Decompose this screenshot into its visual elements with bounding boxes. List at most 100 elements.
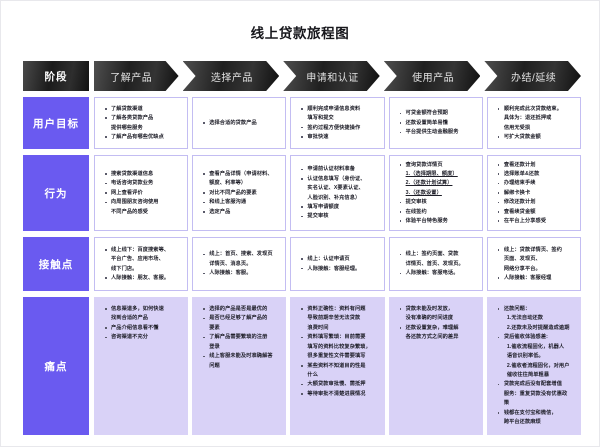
cell-item: 在线签约 [399,208,478,216]
cell-item: 线上线下：百度搜索等、 [104,246,183,254]
cell-item: 线上客服未能及时准确解答 [203,352,281,360]
stage-chevron-1[interactable]: 选择产品 [183,61,280,91]
journey-cell[interactable]: 了解贷款渠道了解各类贷款产品提供哪些服务了解产品有哪些优缺点 [94,97,189,149]
page-title: 线上贷款旅程图 [250,26,350,41]
cell-item: 和线上客服沟通 [203,198,281,206]
cell-item: 顺利完成申请信息资料 [301,105,379,113]
journey-cell[interactable]: 查看产品详情（申请材料、额度、利率等）对比不同产品的要素和线上客服沟通选定产品 [192,155,287,231]
cell-item: 还款设置简单易懂 [399,119,478,127]
cell-item: 查看还款计划 [497,161,576,169]
cell-item-list: 顺利完成此次贷款结束。具体为：退还抵押或信用无受损可扩大贷款金额 [491,105,576,142]
cell-item: 人际接触：朋友、客服。 [104,274,183,282]
cell-item: 导致前期辛苦无法贷款 [307,315,361,322]
journey-cell[interactable]: 申请前认证材料准备认证信息填写（身份证、实名认证、X要素认证、人脸识别、补充信息… [290,155,385,231]
cell-item: 查询贷款详情页 [399,161,478,169]
journey-grid: 用户目标了解贷款渠道了解各类贷款产品提供哪些服务了解产品有哪些优缺点选择合适的贷… [23,97,582,435]
stage-chevron-0[interactable]: 了解产品 [94,61,179,91]
cell-item: 语音识别率低。 [506,353,544,360]
cell-item: 各还款方式之间的差异 [405,334,459,341]
cell-item: 很多重复性文件需要填写 [307,353,366,360]
cell-item: 具体为：退还抵押或 [503,115,552,122]
cell-item: 网上查看评价 [104,189,183,197]
cell-item: 填写的资料比较复杂繁琐， [307,343,371,350]
cell-item: 产品介绍信息看不懂 [104,324,183,332]
cell-item: 人际接触：客服经理 [497,274,576,282]
cell-item: 签约过程方便快捷操作 [301,124,379,132]
cell-item-list: 选择合适的贷款产品 [196,119,281,127]
cell-item: 1.催收流程固化，机器人 [506,343,565,350]
cell-item: 提交审核 [301,212,379,220]
journey-row: 行为搜索贷款渠道信息电话咨询贷款业务网上查看评价向周围朋友咨询使用不同产品的感受… [23,155,582,231]
cell-item: 线上：认证申请页 [301,255,379,263]
cell-item: 贷款未能及时发放， [399,305,478,313]
cell-item: 跨平台还款麻烦 [503,419,541,426]
journey-cell[interactable]: 顺利完成申请信息资料填写和提交签约过程方便快捷操作审批快速 [290,97,385,149]
cell-item: 登录 [209,343,220,350]
journey-cell[interactable]: 查看还款计划选择账单&还款办理结束手续解绑卡换卡修改还款计划查看续贷金额在平台上… [486,155,582,231]
cell-item: 平台广告、应用市场、 [111,256,164,263]
cell-item: 找到合适的产品 [111,315,149,322]
cell-item: 选择账单&还款 [497,170,576,178]
stage-chevron-2[interactable]: 申请和认证 [283,61,380,91]
journey-cell[interactable]: 贷款未能及时发放，没有准确的时间进度还款设置复杂，难理解各还款方式之间的差异 [388,297,483,435]
cell-item: 申请前认证材料准备 [301,165,379,173]
stage-chevron-4[interactable]: 办结/延续 [484,61,581,91]
cell-item: 2.催收者流程固化，对用户 [506,362,570,369]
cell-item: 大额贷款审批慢、需抵押 [301,380,379,388]
cell-item: 详情页、消息页。 [209,260,252,267]
cell-item: 什么 [307,371,318,378]
journey-cell[interactable]: 线上：认证申请页人际接触：客服经理。 [290,237,385,291]
cell-item: 解绑卡换卡 [497,189,576,197]
journey-cell[interactable]: 选择的产品是否是最优的是否已经足够了解产品的要素了解产品需要繁琐的注册登录线上客… [192,297,287,435]
cell-item: 选定产品 [203,208,281,216]
cell-item: 服务：重复贷款没有优惠政 [503,390,568,397]
journey-cell[interactable]: 线上线下：百度搜索等、平台广告、应用市场、线下门店。人际接触：朋友、客服。 [94,237,189,291]
journey-cell[interactable]: 线上：签约页面、贷款详情页、首页、发现页。人际接触：客服电话。 [388,237,483,291]
journey-cell[interactable]: 选择合适的贷款产品 [192,97,287,149]
journey-cell[interactable]: 信息渠道多，如何快速找到合适的产品产品介绍信息看不懂咨询渠道不充分 [94,297,189,435]
journey-row: 用户目标了解贷款渠道了解各类贷款产品提供哪些服务了解产品有哪些优缺点选择合适的贷… [23,97,582,149]
cell-item: 要素 [209,324,220,331]
cell-item: 线上：签约页面、贷款 [399,250,478,258]
cell-item: 了解各类贷款产品 [104,114,183,122]
cell-item: 可贷金额符合预期 [399,109,478,117]
cell-item: 2.（还款计划试算） [405,180,453,187]
cell-item: 资料填写繁琐：目前需要 [301,333,379,341]
journey-cell[interactable]: 资料正确性：资料有问题导致前期辛苦无法贷款浪费时间资料填写繁琐：目前需要填写的资… [290,297,385,435]
row-cells: 搜索贷款渠道信息电话咨询贷款业务网上查看评价向周围朋友咨询使用不同产品的感受查看… [94,155,582,231]
journey-cell[interactable]: 可贷金额符合预期还款设置简单易懂平台提供生动金融服务 [388,97,483,149]
cell-item: 2.还款未及时提醒造成逾期 [506,324,570,331]
stage-chevron-3[interactable]: 使用产品 [384,61,481,91]
cell-item-list: 线上：贷款详情页、签约页面、发现页、网络分享平台。人际接触：客服经理 [491,246,576,283]
journey-cell[interactable]: 顺利完成此次贷款结束。具体为：退还抵押或信用无受损可扩大贷款金额 [486,97,582,149]
cell-item-list: 查看产品详情（申请材料、额度、利率等）对比不同产品的要素和线上客服沟通选定产品 [196,170,281,216]
journey-cell[interactable]: 搜索贷款渠道信息电话咨询贷款业务网上查看评价向周围朋友咨询使用不同产品的感受 [94,155,189,231]
journey-cell[interactable]: 线上：贷款详情页、签约页面、发现页、网络分享平台。人际接触：客服经理 [486,237,582,291]
cell-item: 额度、利率等） [209,180,247,187]
cell-item: 某些资料不知道目的性是 [301,362,379,370]
journey-cell[interactable]: 线上：首页、搜索、发现页详情页、消息页。人际接触：客服。 [192,237,287,291]
cell-item: 选择的产品是否是最优的 [203,305,281,313]
cell-item: 填写和提交 [307,115,334,122]
cell-item: 浪费时间 [307,324,329,331]
cell-item: 向周围朋友咨询使用 [104,198,183,206]
cell-item: 信用无受损 [503,124,531,131]
row-label: 痛点 [23,297,89,435]
cell-item: 策 [503,400,510,407]
cell-item: 还款问题： [497,305,576,313]
cell-item-list: 查看还款计划选择账单&还款办理结束手续解绑卡换卡修改还款计划查看续贷金额在平台上… [491,161,576,226]
cell-item: 页面、发现页、 [503,256,541,263]
stage-header-label: 阶段 [23,61,89,91]
cell-item: 电话咨询贷款业务 [104,179,183,187]
cell-item: 提交审核 [399,198,478,206]
cell-item: 实名认证、X要素认证、 [307,185,364,192]
cell-item: 信息渠道多，如何快速 [104,305,183,313]
cell-item: 3.（还款设置） [405,189,442,196]
row-cells: 了解贷款渠道了解各类贷款产品提供哪些服务了解产品有哪些优缺点选择合适的贷款产品 顺… [94,97,582,149]
cell-item: 1.无法自动还款 [506,315,544,322]
cell-item: 了解产品需要繁琐的注册 [203,333,281,341]
